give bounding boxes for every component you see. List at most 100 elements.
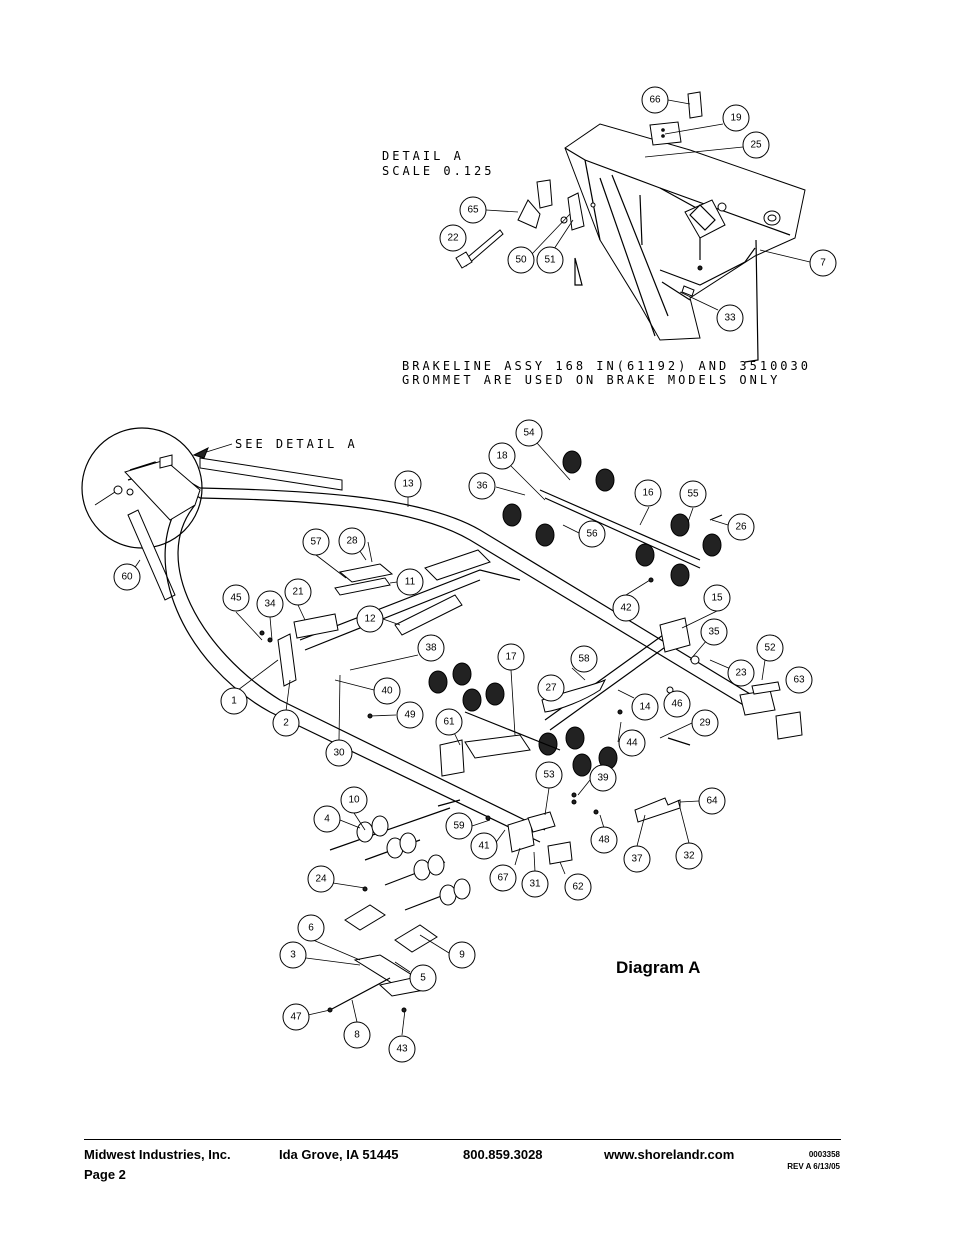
svg-text:39: 39 <box>597 773 609 784</box>
svg-text:32: 32 <box>683 851 695 862</box>
balloon-52: 52 <box>756 634 784 662</box>
balloon-41: 41 <box>470 832 498 860</box>
main-frame-drawing: SEE DETAIL A <box>81 419 813 1063</box>
svg-text:51: 51 <box>544 255 556 266</box>
balloon-27: 27 <box>537 674 565 702</box>
svg-text:35: 35 <box>708 627 720 638</box>
balloon-34: 34 <box>256 590 284 618</box>
svg-text:19: 19 <box>730 113 742 124</box>
balloon-42: 42 <box>612 594 640 622</box>
svg-text:3: 3 <box>290 950 296 961</box>
svg-text:64: 64 <box>706 796 718 807</box>
svg-text:7: 7 <box>820 258 826 269</box>
svg-text:57: 57 <box>310 537 322 548</box>
balloon-23: 23 <box>727 659 755 687</box>
bunk-carpet-strip <box>199 457 343 491</box>
balloon-21: 21 <box>284 578 312 606</box>
balloon-50: 50 <box>507 246 535 274</box>
footer-website: www.shorelandr.com <box>604 1147 735 1162</box>
balloon-15: 15 <box>703 584 731 612</box>
svg-text:4: 4 <box>324 814 330 825</box>
balloon-17: 17 <box>497 643 525 671</box>
balloon-5: 5 <box>409 964 437 992</box>
svg-text:40: 40 <box>381 686 393 697</box>
roller-brackets <box>329 904 438 1011</box>
brakeline-note-line2: GROMMET ARE USED ON BRAKE MODELS ONLY <box>402 373 780 387</box>
balloon-1: 1 <box>220 687 248 715</box>
svg-text:46: 46 <box>671 699 683 710</box>
svg-text:52: 52 <box>764 643 776 654</box>
detail-scale: SCALE 0.125 <box>382 164 494 178</box>
balloon-58: 58 <box>570 645 598 673</box>
svg-text:8: 8 <box>354 1030 360 1041</box>
svg-text:67: 67 <box>497 873 509 884</box>
balloon-26: 26 <box>727 513 755 541</box>
svg-text:65: 65 <box>467 205 479 216</box>
svg-text:27: 27 <box>545 683 557 694</box>
svg-text:21: 21 <box>292 587 304 598</box>
svg-text:48: 48 <box>598 835 610 846</box>
footer-city: Ida Grove, IA 51445 <box>279 1147 399 1162</box>
balloon-3: 3 <box>279 941 307 969</box>
svg-text:36: 36 <box>476 481 488 492</box>
tongue-detail-drawing <box>455 91 806 363</box>
balloon-30: 30 <box>325 739 353 767</box>
balloon-18: 18 <box>488 442 516 470</box>
balloon-56: 56 <box>578 520 606 548</box>
balloon-31: 31 <box>521 870 549 898</box>
light-63 <box>775 711 803 740</box>
svg-text:29: 29 <box>699 718 711 729</box>
balloon-16: 16 <box>634 479 662 507</box>
balloon-61: 61 <box>435 708 463 736</box>
detail-leaders <box>485 99 811 311</box>
balloon-53: 53 <box>535 761 563 789</box>
svg-text:16: 16 <box>642 488 654 499</box>
balloon-51: 51 <box>536 246 564 274</box>
balloon-64: 64 <box>698 787 726 815</box>
svg-text:10: 10 <box>348 795 360 806</box>
svg-text:31: 31 <box>529 879 541 890</box>
balloon-62: 62 <box>564 873 592 901</box>
balloon-55: 55 <box>679 480 707 508</box>
balloon-47: 47 <box>282 1003 310 1031</box>
svg-text:45: 45 <box>230 593 242 604</box>
balloon-22: 22 <box>439 224 467 252</box>
svg-text:22: 22 <box>447 233 459 244</box>
svg-text:28: 28 <box>346 536 358 547</box>
svg-text:41: 41 <box>478 841 490 852</box>
svg-text:6: 6 <box>308 923 314 934</box>
brakeline-note-line1: BRAKELINE ASSY 168 IN(61192) AND 3510030 <box>402 359 811 373</box>
balloon-37: 37 <box>623 845 651 873</box>
footer-revision: REV A 6/13/05 <box>787 1162 840 1171</box>
balloon-14: 14 <box>631 693 659 721</box>
svg-text:63: 63 <box>793 675 805 686</box>
footer-phone: 800.859.3028 <box>463 1147 543 1162</box>
svg-text:34: 34 <box>264 599 276 610</box>
svg-text:1: 1 <box>231 696 237 707</box>
balloon-46: 46 <box>663 690 691 718</box>
balloon-63: 63 <box>785 666 813 694</box>
balloon-49: 49 <box>396 701 424 729</box>
balloon-45: 45 <box>222 584 250 612</box>
balloon-4: 4 <box>313 805 341 833</box>
svg-text:59: 59 <box>453 821 465 832</box>
side-carpet-strip <box>127 509 176 601</box>
svg-text:38: 38 <box>425 643 437 654</box>
svg-text:15: 15 <box>711 593 723 604</box>
hardware-dots <box>259 514 723 1013</box>
svg-text:24: 24 <box>315 874 327 885</box>
balloon-13: 13 <box>394 470 422 498</box>
svg-text:66: 66 <box>649 95 661 106</box>
svg-text:47: 47 <box>290 1012 302 1023</box>
footer-rule <box>84 1139 841 1140</box>
balloon-28: 28 <box>338 527 366 555</box>
balloon-32: 32 <box>675 842 703 870</box>
balloon-11: 11 <box>396 568 424 596</box>
svg-text:49: 49 <box>404 710 416 721</box>
diagram-label: Diagram A <box>616 958 701 977</box>
footer-company: Midwest Industries, Inc. <box>84 1147 231 1162</box>
svg-text:42: 42 <box>620 603 632 614</box>
balloon-60: 60 <box>113 563 141 591</box>
svg-text:25: 25 <box>750 140 762 151</box>
balloon-38: 38 <box>417 634 445 662</box>
